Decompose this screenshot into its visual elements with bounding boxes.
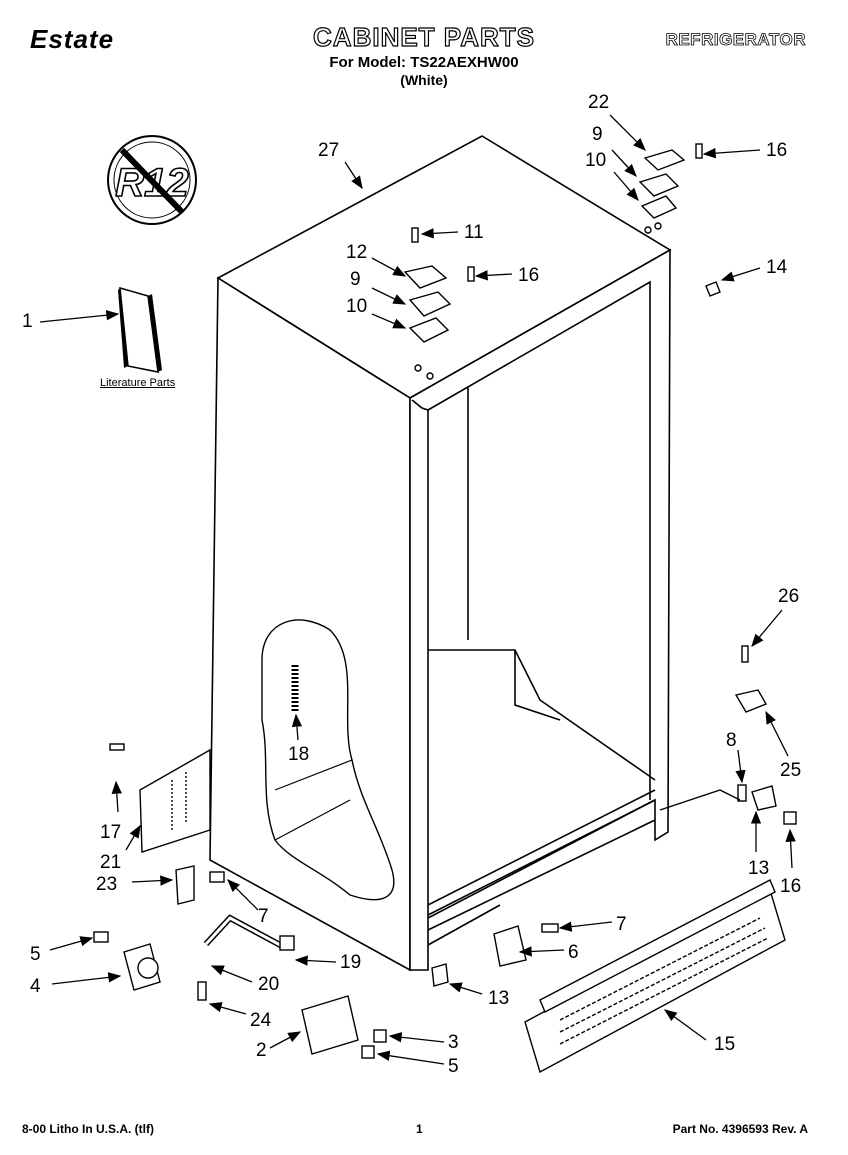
callout-10-top-left: 10 bbox=[346, 296, 367, 317]
callout-numbers: 27 22 9 10 16 11 12 9 16 10 14 1 26 18 8… bbox=[22, 92, 801, 1077]
callout-14: 14 bbox=[766, 257, 788, 278]
callout-9-top-right: 9 bbox=[592, 124, 603, 145]
top-hinge-left bbox=[403, 227, 475, 380]
callout-16-top-right: 16 bbox=[766, 140, 787, 161]
cabinet-cutaway bbox=[261, 619, 395, 901]
footer-part-number: Part No. 4396593 Rev. A bbox=[672, 1122, 808, 1136]
callout-16-right: 16 bbox=[780, 876, 801, 897]
roller-bracket-parts bbox=[659, 645, 797, 825]
callout-22: 22 bbox=[588, 92, 609, 113]
callout-20: 20 bbox=[258, 974, 279, 995]
footer-print-info: 8-00 Litho In U.S.A. (tlf) bbox=[22, 1122, 154, 1136]
callout-25: 25 bbox=[780, 760, 801, 781]
model-subtitle: For Model: TS22AEXHW00 bbox=[329, 54, 519, 71]
footer-page-number: 1 bbox=[416, 1122, 423, 1136]
callout-12: 12 bbox=[346, 242, 367, 263]
callout-7-right: 7 bbox=[616, 914, 627, 935]
literature-book-icon bbox=[118, 286, 162, 373]
callout-13-right: 13 bbox=[748, 858, 769, 879]
callout-1: 1 bbox=[22, 311, 33, 332]
top-hinge-right bbox=[638, 143, 721, 297]
callout-15: 15 bbox=[714, 1034, 735, 1055]
callout-5-left: 5 bbox=[30, 944, 41, 965]
callout-3: 3 bbox=[448, 1032, 459, 1053]
callout-11: 11 bbox=[464, 222, 484, 243]
leader-lines bbox=[39, 114, 796, 1065]
callout-10-top-right: 10 bbox=[585, 150, 606, 171]
callout-2: 2 bbox=[256, 1040, 267, 1061]
callout-21: 21 bbox=[100, 852, 121, 873]
page-title: CABINET PARTS bbox=[312, 21, 535, 52]
callout-6: 6 bbox=[568, 942, 579, 963]
callout-8: 8 bbox=[726, 730, 737, 751]
grille-and-brackets bbox=[431, 879, 786, 1074]
bottom-parts bbox=[93, 865, 387, 1059]
callout-18: 18 bbox=[288, 744, 309, 765]
literature-parts-label: Literature Parts bbox=[100, 377, 176, 389]
color-note: (White) bbox=[400, 72, 448, 88]
callout-16-top-left: 16 bbox=[518, 265, 539, 286]
callout-26: 26 bbox=[778, 586, 799, 607]
callout-24: 24 bbox=[250, 1010, 272, 1031]
side-bracket bbox=[109, 743, 211, 853]
callout-23: 23 bbox=[96, 874, 117, 895]
brand-logo: Estate bbox=[30, 24, 115, 54]
callout-4: 4 bbox=[30, 976, 41, 997]
callout-9-top-left: 9 bbox=[350, 269, 361, 290]
callout-19: 19 bbox=[340, 952, 361, 973]
callout-5-bottom: 5 bbox=[448, 1056, 459, 1077]
callout-7-left: 7 bbox=[258, 906, 269, 927]
category-label: REFRIGERATOR bbox=[665, 30, 806, 50]
callout-13-bottom: 13 bbox=[488, 988, 509, 1009]
callout-27: 27 bbox=[318, 140, 339, 161]
no-r12-badge: R12 bbox=[107, 135, 197, 225]
callout-17: 17 bbox=[100, 822, 121, 843]
